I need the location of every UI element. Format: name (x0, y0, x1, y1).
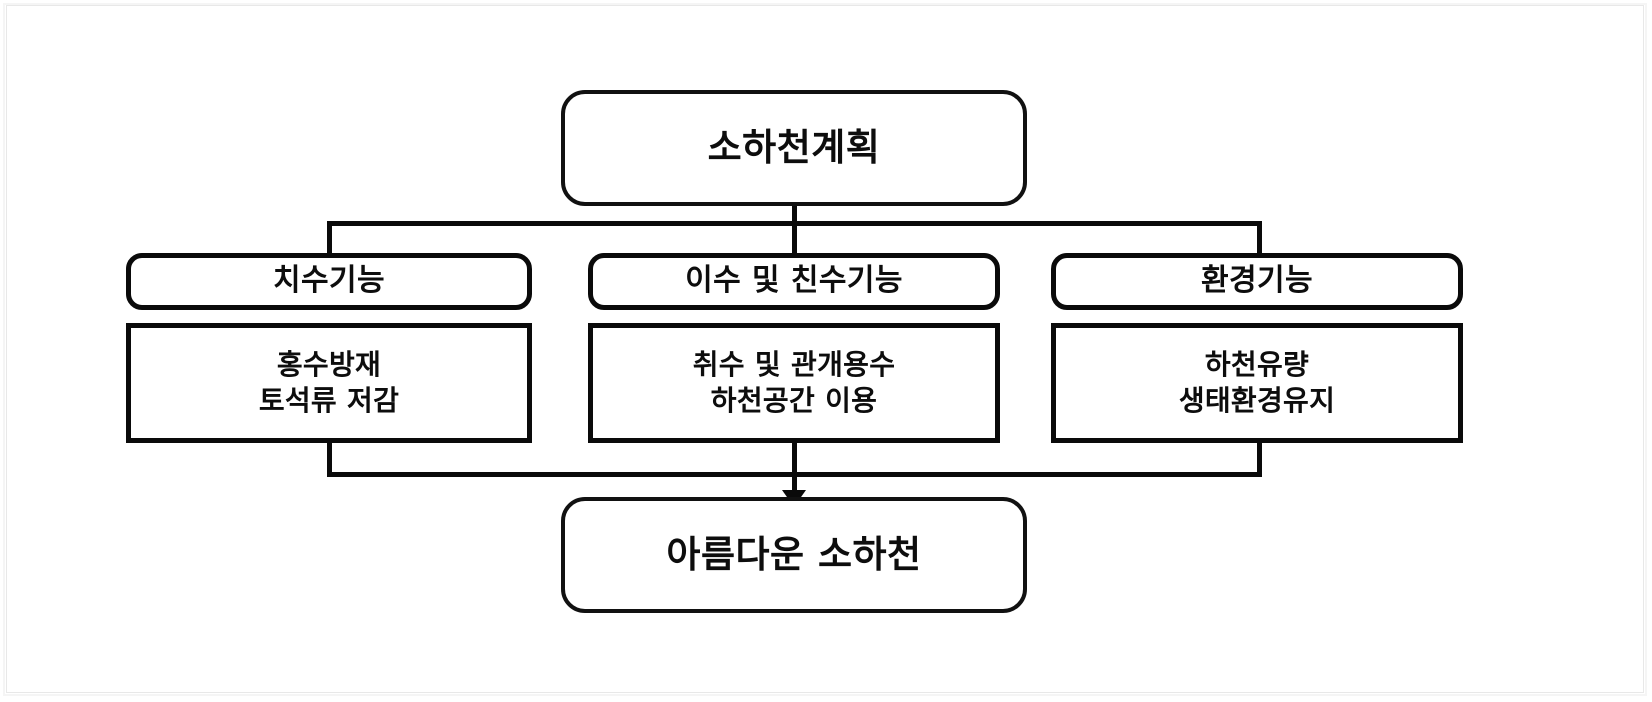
node-function-header-3: 환경기능 (1051, 253, 1463, 310)
node-function-detail-1: 홍수방재 토석류 저감 (126, 323, 532, 443)
node-function-header-2-label: 이수 및 친수기능 (685, 263, 903, 299)
node-function-detail-2: 취수 및 관개용수 하천공간 이용 (588, 323, 1000, 443)
node-sohacheon-plan-label: 소하천계획 (707, 126, 881, 170)
node-function-detail-1-line-1: 홍수방재 (276, 348, 382, 382)
node-beautiful-stream: 아름다운 소하천 (561, 497, 1027, 613)
diagram-frame: 소하천계획 치수기능 홍수방재 토석류 저감 이수 및 친수기능 취수 및 관개… (3, 3, 1647, 696)
connector-drop-column-1 (327, 221, 332, 255)
connector-riser-column-2 (792, 442, 797, 476)
connector-riser-column-3 (1257, 442, 1262, 476)
node-function-detail-3: 하천유량 생태환경유지 (1051, 323, 1463, 443)
node-function-header-1: 치수기능 (126, 253, 532, 310)
connector-trunk-bottom (792, 472, 797, 494)
node-function-header-1-label: 치수기능 (273, 263, 385, 299)
node-sohacheon-plan: 소하천계획 (561, 90, 1027, 206)
node-function-detail-3-line-1: 하천유량 (1204, 348, 1310, 382)
connector-riser-column-1 (327, 442, 332, 476)
node-function-detail-2-line-1: 취수 및 관개용수 (692, 348, 896, 382)
node-function-header-2: 이수 및 친수기능 (588, 253, 1000, 310)
node-function-detail-2-line-2: 하천공간 이용 (710, 384, 878, 417)
node-function-detail-1-line-2: 토석류 저감 (258, 384, 400, 417)
connector-trunk-top (792, 204, 797, 224)
node-function-header-3-label: 환경기능 (1201, 263, 1313, 299)
connector-drop-column-3 (1257, 221, 1262, 255)
connector-drop-column-2 (792, 221, 797, 255)
node-function-detail-3-line-2: 생태환경유지 (1178, 384, 1336, 417)
node-beautiful-stream-label: 아름다운 소하천 (666, 533, 922, 577)
